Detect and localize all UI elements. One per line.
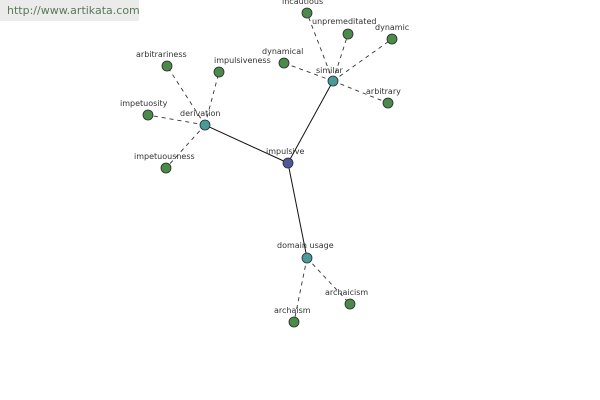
node-arbitrariness-label: arbitrariness [136,50,187,59]
node-similar[interactable]: similar [316,66,344,87]
node-impetuousness-dot[interactable] [160,162,172,174]
edge-impulsive-derivation [204,124,289,164]
node-dynamic-label: dynamic [375,23,409,32]
edge-similar-unpremeditated [332,33,349,82]
node-archaism-label: archaism [274,306,311,315]
node-impetuousness[interactable]: impetuousness [134,152,195,174]
node-arbitrary[interactable]: arbitrary [366,87,401,109]
node-archaicism-label: archaicism [325,288,368,297]
edge-similar-dynamical [283,62,334,82]
node-impulsiveness[interactable]: impulsiveness [213,56,271,78]
node-impulsiveness-label: impulsiveness [214,56,271,65]
node-unpremeditated[interactable]: unpremeditated [312,17,376,40]
node-domain-usage-label: domain usage [277,241,334,250]
node-similar-label: similar [316,66,344,75]
node-similar-dot[interactable] [327,75,339,87]
node-dynamical[interactable]: dynamical [262,47,303,69]
node-arbitrary-dot[interactable] [382,97,394,109]
node-archaicism[interactable]: archaicism [325,288,368,310]
graph-nodes: impulsive derivation similar domain usage ar… [120,0,409,328]
node-archaism-dot[interactable] [288,316,300,328]
edge-derivation-impulsiveness [204,71,220,126]
edge-derivation-impetuousness [165,124,206,169]
edge-impulsive-domain_usage [287,162,308,259]
node-incautious[interactable]: incautious [282,0,323,19]
node-derivation-label: derivation [180,109,220,118]
node-dynamical-label: dynamical [262,47,303,56]
node-impulsiveness-dot[interactable] [213,66,225,78]
node-arbitrary-label: arbitrary [366,87,401,96]
edge-similar-arbitrary [332,80,389,104]
node-dynamic[interactable]: dynamic [375,23,409,45]
node-dynamic-dot[interactable] [386,33,398,45]
node-impulsive-dot[interactable] [282,157,294,169]
node-impetuosity[interactable]: impetuosity [120,99,168,121]
node-domain-usage-dot[interactable] [301,252,313,264]
edge-derivation-impetuosity [147,114,206,126]
node-impetuosity-dot[interactable] [142,109,154,121]
source-url-banner[interactable]: http://www.artikata.com [0,0,140,21]
graph-edges [147,12,393,323]
node-derivation[interactable]: derivation [180,109,220,131]
node-incautious-label: incautious [282,0,323,6]
node-archaicism-dot[interactable] [344,298,356,310]
node-impulsive-label: impulsive [266,147,305,156]
edge-impulsive-similar [287,80,334,164]
node-derivation-dot[interactable] [199,119,211,131]
node-impulsive[interactable]: impulsive [266,147,305,169]
node-arbitrariness-dot[interactable] [161,60,173,72]
node-incautious-dot[interactable] [301,7,313,19]
node-impetuosity-label: impetuosity [120,99,168,108]
node-unpremeditated-dot[interactable] [342,28,354,40]
node-domain-usage[interactable]: domain usage [277,241,334,264]
edge-derivation-arbitrariness [166,65,206,126]
node-impetuousness-label: impetuousness [134,152,195,161]
node-unpremeditated-label: unpremeditated [312,17,376,26]
node-arbitrariness[interactable]: arbitrariness [136,50,187,72]
node-archaism[interactable]: archaism [274,306,311,328]
edge-domain_usage-archaism [293,257,308,323]
node-dynamical-dot[interactable] [278,57,290,69]
edge-domain_usage-archaicism [306,257,351,305]
